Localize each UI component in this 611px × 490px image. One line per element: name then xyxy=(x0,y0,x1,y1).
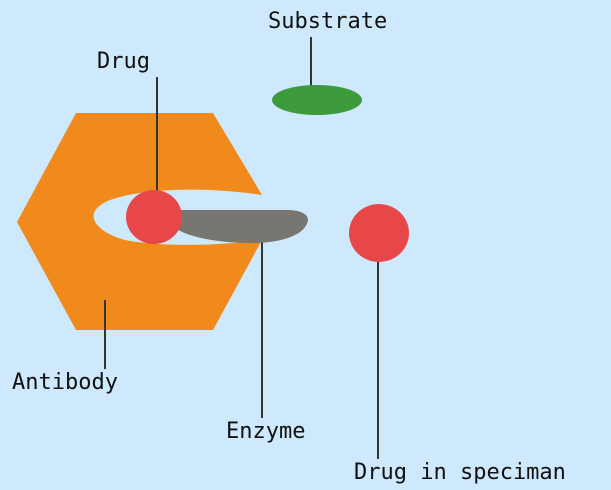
drug-label: Drug xyxy=(97,50,150,74)
specimen-drug-circle xyxy=(349,204,409,262)
substrate-label: Substrate xyxy=(268,10,387,34)
enzyme-label: Enzyme xyxy=(226,420,305,444)
drug-in-specimen-label: Drug in speciman xyxy=(354,461,566,485)
substrate-ellipse xyxy=(272,85,362,115)
bound-drug-circle xyxy=(126,190,182,244)
enzyme-shape xyxy=(175,210,308,243)
antibody-label: Antibody xyxy=(12,371,118,395)
